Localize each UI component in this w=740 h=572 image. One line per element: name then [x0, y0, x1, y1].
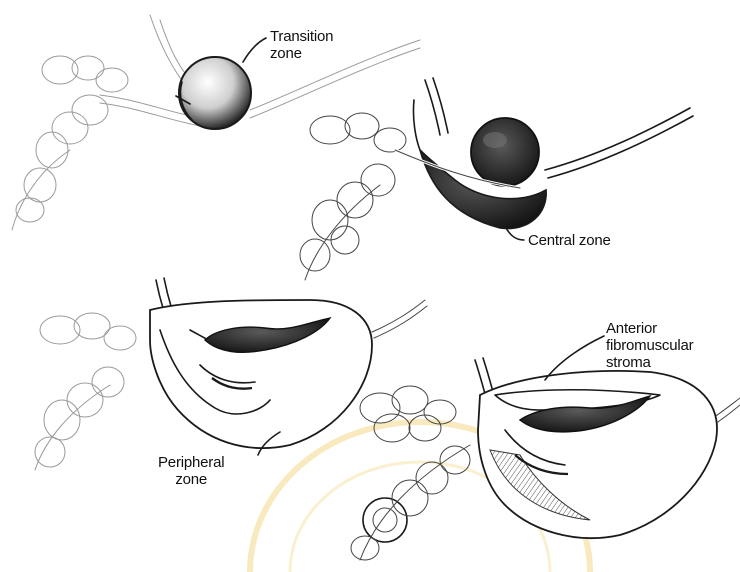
central-zone-panel: [300, 78, 693, 280]
transition-zone-label: Transition zone: [270, 28, 333, 62]
central-zone-label: Central zone: [528, 232, 611, 249]
transition-zone-panel: [12, 15, 420, 230]
seminal-vesicle-4: [351, 386, 470, 560]
peripheral-zone-panel: [35, 278, 427, 470]
seminal-vesicle-3: [35, 313, 136, 470]
anterior-stroma-label: Anterior fibromuscular stroma: [606, 320, 693, 371]
peripheral-zone-label: Peripheral zone: [158, 454, 224, 488]
transition-zone-text: Transition zone: [270, 28, 333, 62]
anterior-stroma-text: Anterior fibromuscular stroma: [606, 320, 693, 371]
seminal-vesicle-2: [300, 113, 406, 280]
peripheral-zone-text: Peripheral zone: [158, 454, 224, 488]
seminal-vesicle-1: [12, 56, 128, 230]
central-zone-text: Central zone: [528, 232, 611, 249]
